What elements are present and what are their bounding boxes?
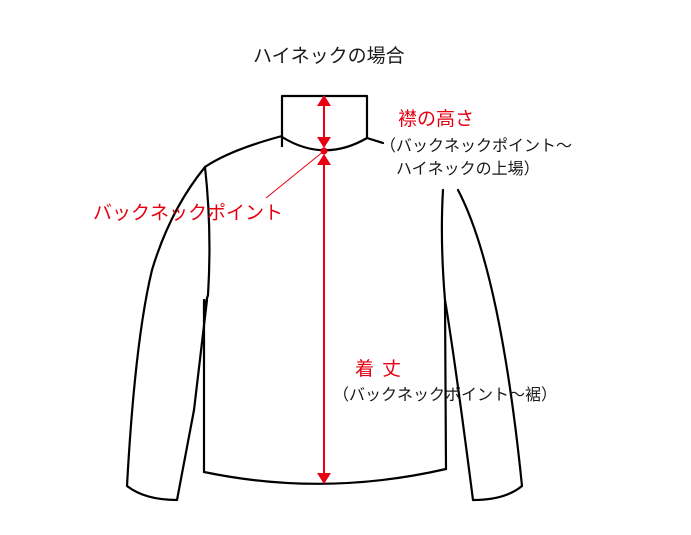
body-outline <box>125 134 524 502</box>
collar-height-description-line1: （バックネックポイント～ <box>380 136 573 155</box>
back-neck-point-label: バックネックポイント <box>93 202 284 224</box>
length-description: （バックネックポイント～裾） <box>333 385 558 404</box>
collar-height-label: 襟の高さ <box>398 108 475 130</box>
length-label: 着丈 <box>355 358 410 380</box>
back-neck-point-leader <box>265 150 325 199</box>
collar-height-arrow <box>317 95 331 148</box>
diagram-title: ハイネックの場合 <box>253 45 405 67</box>
collar-height-description-line2: ハイネックの上場） <box>396 159 540 178</box>
length-arrow <box>317 154 331 484</box>
